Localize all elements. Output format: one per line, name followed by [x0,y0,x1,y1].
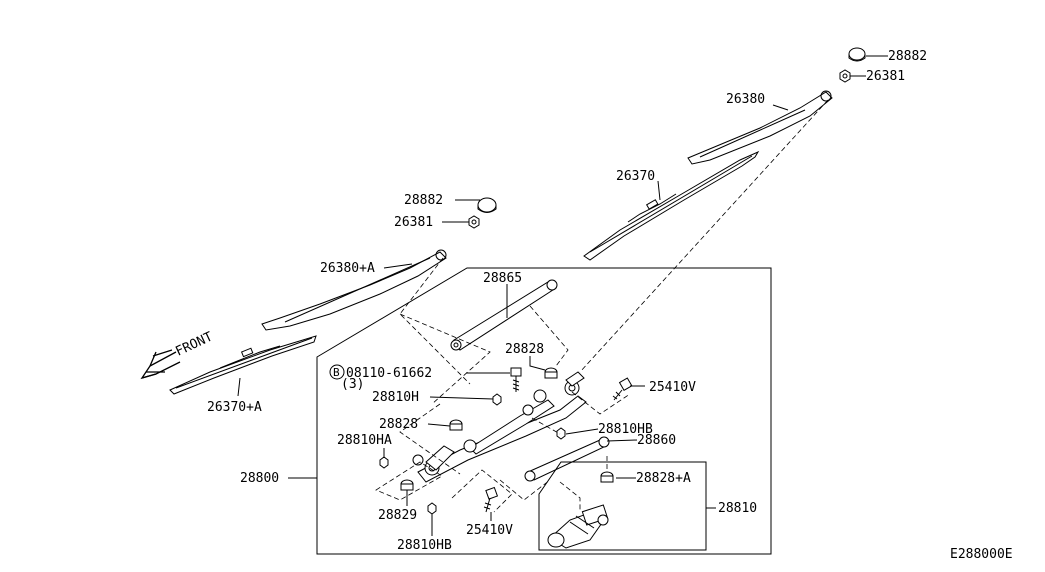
label-26370: 26370 [616,169,655,184]
bushing-28829 [400,479,414,491]
label-26370A: 26370+A [207,400,262,415]
bushing-28828-mid [449,419,463,431]
guide-line [579,99,829,373]
guide-line [399,257,471,385]
bolt-08110 [510,367,522,392]
label-26381-left: 26381 [394,215,433,230]
nut-28810HB-right [556,427,566,440]
guide-line [559,481,581,512]
label-28828-top: 28828 [505,342,544,357]
label-28810H: 28810H [372,390,419,405]
motor-link-rod-28860 [524,436,610,482]
label-25410V-right: 25410V [649,380,696,395]
linkage-box-outline [316,267,772,555]
label-25410V-bottom: 25410V [466,523,513,538]
front-label: FRONT [173,329,215,359]
bolt-25410V-right [612,377,633,401]
guide-line [399,313,491,405]
wiper-motor-28810 [547,504,609,549]
cap-28882-right [848,47,866,62]
label-28810HB-bottom: 28810HB [397,538,452,553]
nut-26381-right [839,69,851,83]
bushing-28828A [600,471,614,483]
wiper-blade-26370A [169,335,317,395]
nut-28810H [492,393,502,406]
label-26381-right: 26381 [866,69,905,84]
label-08110-qty: (3) [341,377,364,392]
guide-line [375,461,443,501]
label-28828-mid: 28828 [379,417,418,432]
nut-28810HB-bottom [427,502,437,515]
wiper-blade-26370 [583,150,760,261]
label-28860: 28860 [637,433,676,448]
label-28882-right: 28882 [888,49,927,64]
guide-line [571,391,631,415]
label-26380A: 26380+A [320,261,375,276]
label-28865: 28865 [483,271,522,286]
label-28882-left: 28882 [404,193,443,208]
front-arrow-icon [140,349,181,380]
bolt-symbol: B [333,366,340,379]
label-28829: 28829 [378,508,417,523]
diagram-code: E288000E [950,547,1013,562]
bushing-28828-top [544,367,558,379]
wiper-arm-26380 [687,90,833,165]
cap-28882-left [477,197,497,213]
label-28810HA: 28810HA [337,433,392,448]
guide-line [399,403,461,475]
nut-28810HA [379,456,389,469]
motor-box-outline [538,461,707,551]
nut-26381-left [468,215,480,229]
label-28800: 28800 [240,471,279,486]
guide-line [531,417,561,435]
wiper-arm-26380A [261,249,447,331]
guide-line [451,469,513,513]
guide-line [499,479,551,501]
label-08110: 08110-61662 [346,366,432,381]
label-28810: 28810 [718,501,757,516]
label-28828A: 28828+A [636,471,691,486]
guide-line [529,305,569,367]
bolt-25410V-bottom [483,486,499,513]
label-28810HB-right: 28810HB [598,422,653,437]
leader-lines [237,55,888,536]
label-26380: 26380 [726,92,765,107]
connecting-rod-28865 [450,279,558,351]
bolt-symbol-circle [329,364,345,380]
linkage-frame [412,371,587,483]
